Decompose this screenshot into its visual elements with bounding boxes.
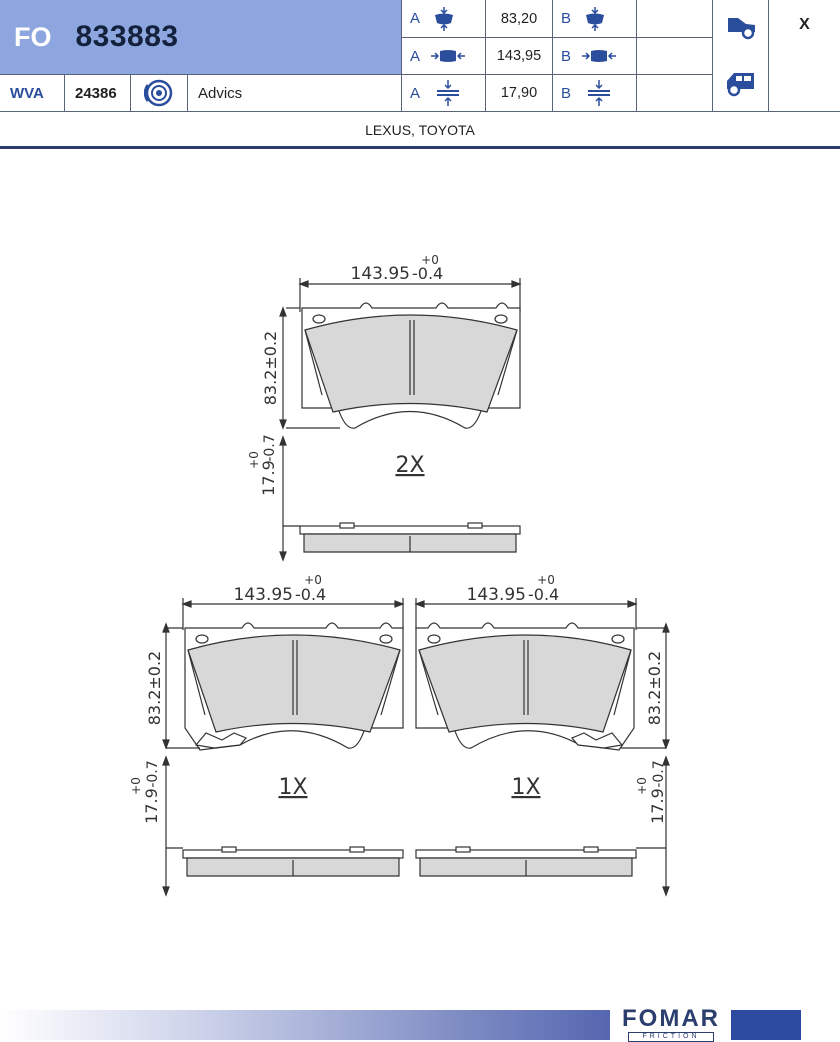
- pad-width-icon: [582, 50, 617, 62]
- width-tol-lower: -0.4: [412, 264, 443, 283]
- height-dimension-label: 83.2±0.2: [145, 651, 164, 725]
- footer-gradient-bar: [0, 1010, 610, 1040]
- dim-row-2-a: A: [402, 38, 486, 75]
- width-dimension-label: 143.95: [467, 585, 526, 605]
- car-rear-axle-icon: [726, 72, 754, 96]
- footer-brand-block: [731, 1010, 801, 1040]
- pad-width-icon: [431, 50, 466, 62]
- part-number: 833883: [75, 20, 179, 53]
- pad-left-side-view: 17.9 +0 -0.7 1X: [129, 755, 404, 897]
- dim-row-1-empty: [637, 0, 713, 38]
- dim-a-label: A: [410, 10, 421, 27]
- axle-icons: [713, 0, 769, 112]
- brand-prefix: FO: [14, 21, 52, 52]
- dim-row-1-value: 83,20: [486, 0, 553, 38]
- part-number-banner: FO 833883: [0, 0, 402, 75]
- dim-b-label: B: [561, 47, 572, 65]
- dim-row-3-value: 17,90: [486, 75, 553, 112]
- dim-row-3-a: A: [402, 75, 486, 112]
- thickness-tol-upper: +0: [635, 777, 649, 795]
- pad-thickness-icon: [437, 80, 460, 106]
- header-divider: [0, 146, 840, 149]
- dim-row-2-b: B: [553, 38, 637, 75]
- product-header: FO 833883 WVA 24386 Advics A 83,20 B A: [0, 0, 840, 150]
- thickness-tol-lower: -0.7: [145, 760, 161, 787]
- dim-row-2-empty: [637, 38, 713, 75]
- pad-height-icon: [586, 6, 605, 31]
- width-tol-upper: +0: [421, 253, 439, 267]
- logo-subtitle: FRICTION: [628, 1032, 714, 1042]
- vehicle-brands: LEXUS, TOYOTA: [365, 122, 475, 138]
- height-dimension-label: 83.2±0.2: [261, 331, 280, 405]
- width-tol-upper: +0: [537, 573, 555, 587]
- pad-right-front-view: 143.95 +0 -0.4 83.2±0.2: [414, 573, 670, 751]
- pad-right-side-view: 17.9 +0 -0.7 1X: [415, 755, 670, 897]
- pad-thickness-icon: [588, 80, 611, 106]
- advics-label: Advics: [188, 75, 402, 112]
- dim-row-3-b: B: [553, 75, 637, 112]
- pad-left-front-view: 143.95 +0 -0.4 83.2±0.2: [145, 573, 405, 751]
- thickness-tol-upper: +0: [129, 777, 143, 795]
- dim-row-2-value: 143,95: [486, 38, 553, 75]
- width-tol-lower: -0.4: [528, 585, 559, 604]
- pad-top-side-view: 17.9 +0 -0.7 2X: [247, 434, 521, 562]
- technical-drawing: 143.95 +0 -0.4 83.2±0.2 17.9 +0 -0.7 2X …: [129, 253, 670, 897]
- dim-b-label: B: [561, 84, 572, 102]
- width-dimension-label: 143.95: [234, 585, 293, 605]
- pad-top-front-view: 143.95 +0 -0.4 83.2±0.2: [261, 253, 522, 430]
- close-mark[interactable]: X: [769, 0, 840, 112]
- dim-row-3-empty: [637, 75, 713, 112]
- brake-disc-icon: [131, 75, 188, 112]
- width-dimension-label: 143.95: [351, 264, 410, 284]
- thickness-dimension-label: 17.9: [142, 788, 161, 824]
- height-dimension-label: 83.2±0.2: [645, 651, 664, 725]
- thickness-dimension-label: 17.9: [648, 788, 667, 824]
- thickness-tol-lower: -0.7: [651, 760, 667, 787]
- thickness-dimension-label: 17.9: [259, 460, 278, 496]
- fomar-logo: FOMAR FRICTION: [612, 1005, 730, 1042]
- thickness-tol-lower: -0.7: [262, 434, 278, 461]
- dim-a-label: A: [410, 47, 421, 65]
- wva-number: 24386: [65, 75, 131, 112]
- quantity-top: 2X: [395, 453, 424, 478]
- width-tol-lower: -0.4: [295, 585, 326, 604]
- dim-b-label: B: [561, 10, 572, 27]
- thickness-tol-upper: +0: [247, 451, 261, 469]
- dim-row-1-a: A: [402, 0, 486, 38]
- dim-row-1-b: B: [553, 0, 637, 38]
- width-tol-upper: +0: [304, 573, 322, 587]
- logo-wordmark: FOMAR: [622, 1005, 720, 1032]
- dim-a-label: A: [410, 84, 421, 102]
- wva-label: WVA: [0, 75, 65, 112]
- quantity-left: 1X: [278, 775, 307, 800]
- quantity-right: 1X: [511, 775, 540, 800]
- pad-height-icon: [435, 6, 454, 31]
- car-front-axle-icon: [727, 18, 755, 40]
